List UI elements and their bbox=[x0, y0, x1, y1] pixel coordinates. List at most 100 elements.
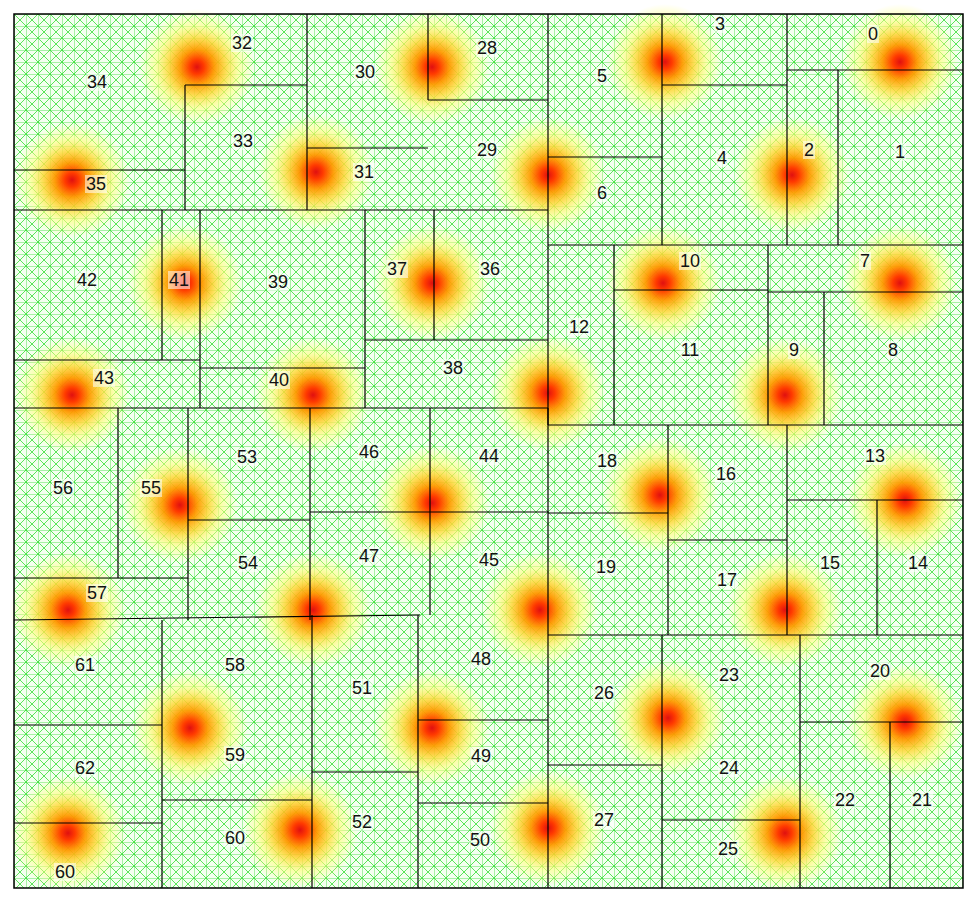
partition-line bbox=[311, 615, 312, 888]
partition-line bbox=[768, 291, 963, 292]
partition-line bbox=[547, 14, 548, 157]
partition-line bbox=[614, 289, 768, 290]
region-number: 48 bbox=[470, 650, 492, 668]
partition-line bbox=[433, 210, 434, 340]
region-number: 33 bbox=[232, 132, 254, 150]
region-number: 61 bbox=[74, 656, 96, 674]
partition-line bbox=[548, 424, 963, 425]
partition-line bbox=[161, 620, 162, 888]
partition-line bbox=[309, 408, 310, 620]
partition-line bbox=[364, 210, 365, 408]
partition-line bbox=[668, 539, 787, 540]
partition-line bbox=[307, 147, 428, 148]
partition-line bbox=[117, 408, 118, 578]
partition-line bbox=[14, 724, 162, 725]
region-number: 58 bbox=[224, 656, 246, 674]
partition-line bbox=[14, 209, 548, 210]
partition-line bbox=[548, 512, 668, 513]
heat-spot bbox=[10, 552, 126, 668]
partition-line bbox=[429, 408, 430, 615]
region-number: 2 bbox=[803, 141, 815, 159]
region-number: 31 bbox=[353, 163, 375, 181]
region-number: 44 bbox=[478, 447, 500, 465]
region-number: 53 bbox=[236, 448, 258, 466]
heat-spot bbox=[122, 447, 238, 563]
region-number: 22 bbox=[834, 791, 856, 809]
heat-spot bbox=[14, 337, 130, 453]
partition-line bbox=[427, 14, 428, 100]
region-number: 24 bbox=[718, 759, 740, 777]
partition-line bbox=[199, 210, 200, 408]
heat-spot bbox=[842, 225, 958, 341]
heat-spot bbox=[127, 225, 243, 341]
partition-line bbox=[14, 577, 188, 578]
partition-line bbox=[547, 408, 548, 888]
region-number: 56 bbox=[52, 479, 74, 497]
partition-line bbox=[14, 407, 548, 408]
partition-line bbox=[786, 14, 787, 245]
heat-spot bbox=[602, 437, 718, 553]
partition-line bbox=[662, 819, 800, 820]
region-number: 49 bbox=[470, 747, 492, 765]
partition-line bbox=[14, 359, 200, 360]
region-number: 18 bbox=[596, 452, 618, 470]
region-number: 23 bbox=[718, 666, 740, 684]
partition-line bbox=[187, 408, 188, 620]
region-number: 17 bbox=[716, 571, 738, 589]
region-number: 59 bbox=[224, 746, 246, 764]
region-number: 8 bbox=[887, 341, 899, 359]
partition-line bbox=[787, 499, 963, 500]
region-number: 30 bbox=[354, 63, 376, 81]
heat-spot bbox=[727, 337, 843, 453]
heat-spot bbox=[374, 445, 490, 561]
partition-line bbox=[547, 157, 548, 425]
region-number: 20 bbox=[869, 662, 891, 680]
partition-line bbox=[548, 156, 662, 157]
partition-line bbox=[548, 764, 662, 765]
region-number: 4 bbox=[716, 149, 728, 167]
mesh-grid bbox=[14, 14, 963, 888]
partition-line bbox=[365, 339, 548, 340]
heat-spot bbox=[374, 225, 490, 341]
region-number: 15 bbox=[819, 554, 841, 572]
region-number: 32 bbox=[231, 34, 253, 52]
heat-spot bbox=[610, 660, 726, 776]
heat-spot bbox=[255, 337, 371, 453]
partition-line bbox=[799, 635, 800, 888]
heat-spot bbox=[10, 775, 126, 891]
outer-frame bbox=[14, 14, 963, 888]
heat-spot bbox=[727, 775, 843, 891]
region-number: 29 bbox=[476, 141, 498, 159]
partition-line bbox=[837, 70, 838, 245]
region-number: 41 bbox=[168, 271, 190, 289]
region-number: 45 bbox=[478, 551, 500, 569]
region-number: 11 bbox=[680, 341, 701, 359]
partition-line bbox=[14, 169, 185, 170]
partition-line bbox=[428, 99, 548, 100]
region-number: 36 bbox=[479, 260, 501, 278]
partition-line bbox=[548, 634, 963, 635]
region-number: 12 bbox=[568, 318, 590, 336]
partition-line bbox=[613, 245, 614, 425]
partition-line bbox=[876, 500, 877, 635]
region-number: 16 bbox=[715, 465, 737, 483]
heat-spot bbox=[727, 552, 843, 668]
region-number: 51 bbox=[351, 679, 373, 697]
heat-spot bbox=[139, 9, 255, 125]
region-number: 34 bbox=[86, 73, 108, 91]
partition-line bbox=[548, 244, 963, 245]
region-number: 60 bbox=[54, 863, 76, 881]
region-number: 47 bbox=[358, 547, 380, 565]
heat-spot bbox=[605, 225, 721, 341]
partition-line bbox=[417, 615, 418, 888]
region-number: 46 bbox=[358, 443, 380, 461]
region-number: 39 bbox=[267, 273, 289, 291]
region-number: 40 bbox=[268, 371, 290, 389]
region-number: 0 bbox=[867, 25, 879, 43]
partition-line bbox=[185, 84, 307, 85]
region-number: 43 bbox=[93, 369, 115, 387]
heat-spot bbox=[842, 4, 958, 120]
region-number: 7 bbox=[859, 252, 871, 270]
